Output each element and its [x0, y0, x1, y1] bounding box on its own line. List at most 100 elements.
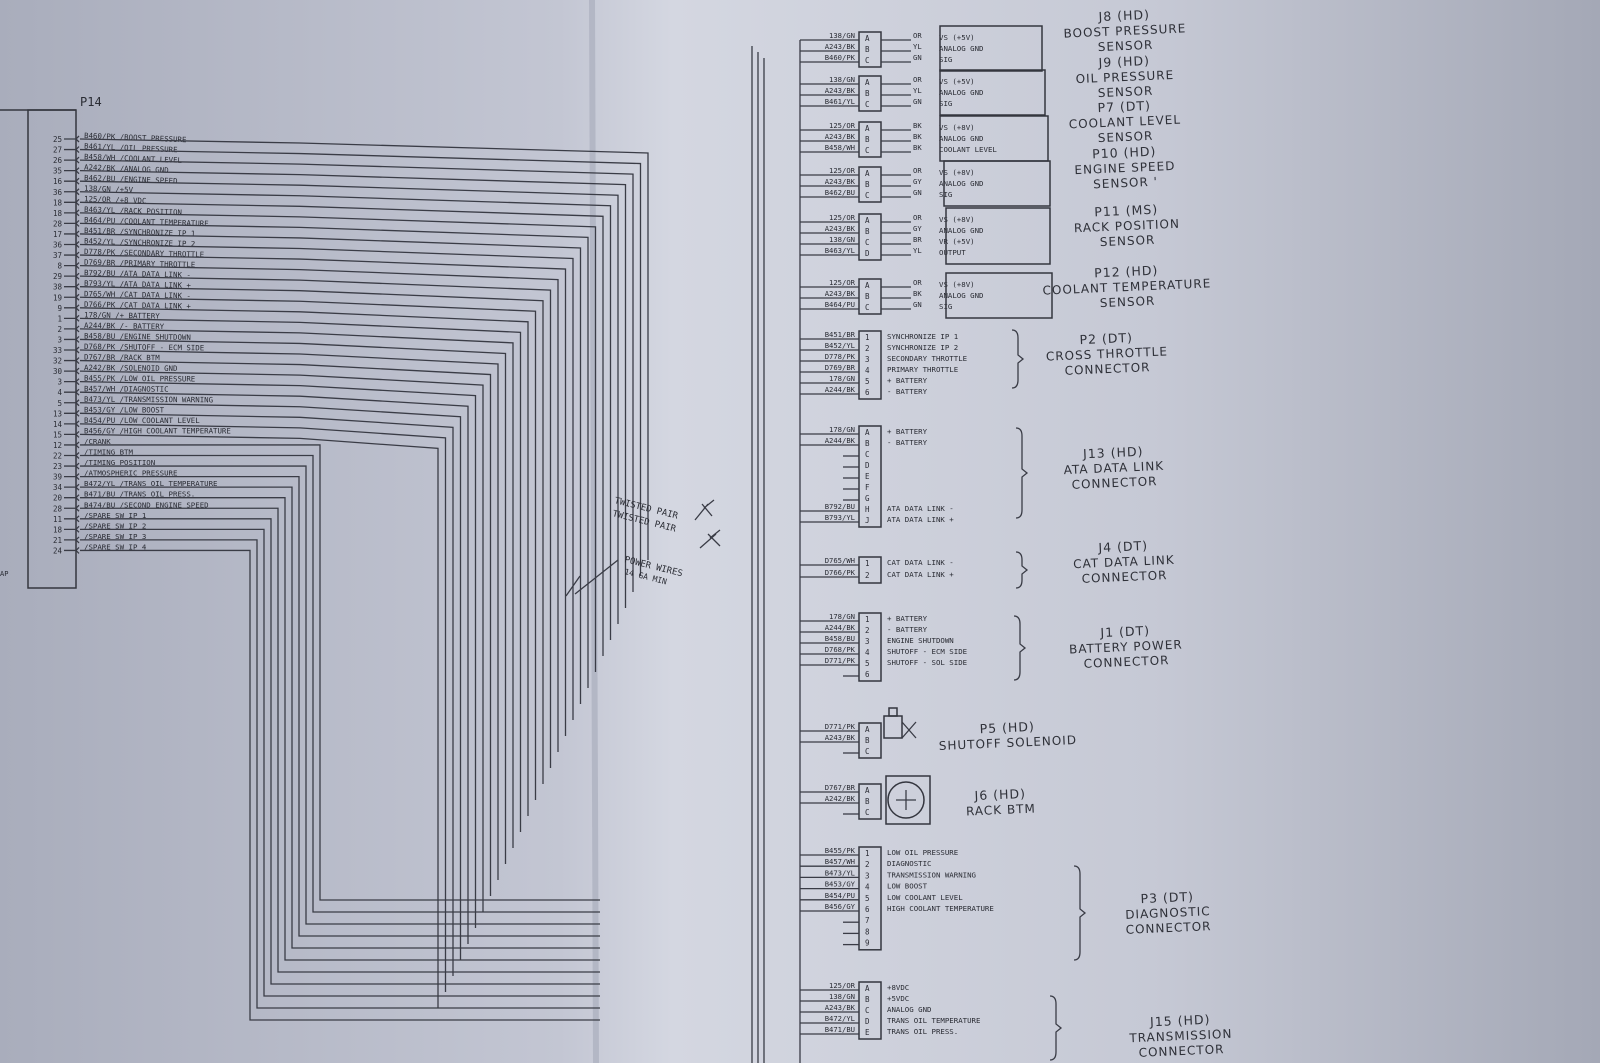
harness-wire	[80, 454, 600, 913]
connector-pin-id: 6	[865, 905, 870, 914]
connector-pin-id: A	[865, 34, 870, 43]
ecm-pin-socket	[64, 314, 80, 322]
connector-pin-id: 6	[865, 388, 870, 397]
connector-wire-label: 125/OR	[829, 981, 856, 990]
connector-pin-id: A	[865, 786, 870, 795]
connector-wire-label: B464/PU	[825, 300, 855, 309]
sensor-body	[943, 160, 1051, 207]
connector-wire-label: A242/BK	[825, 794, 856, 803]
ecm-pin-socket	[64, 399, 80, 407]
connector-pin-id: D	[865, 461, 870, 470]
connector-pin-function: DIAGNOSTIC	[887, 859, 932, 868]
connector-wire-label: B456/GY	[825, 902, 856, 911]
ecm-pin-number: 1	[57, 314, 62, 323]
connector-title-line: P10 (HD)	[1092, 144, 1157, 162]
harness-wire	[79, 412, 454, 976]
connector-pin-id: C	[865, 1006, 870, 1015]
connector-wire-label: B463/YL	[825, 246, 855, 255]
connector-body	[858, 213, 882, 261]
ecm-pin-socket	[64, 367, 80, 375]
connector-pin-function: ANALOG GND	[939, 44, 984, 53]
connector-pin-id: B	[865, 45, 870, 54]
connector-pin-function: ANALOG GND	[939, 88, 984, 97]
ecm-pin-number: 20	[53, 494, 63, 503]
ecm-left-edge-text: AP	[0, 570, 8, 578]
connector-wire-label: 178/GN	[829, 612, 855, 621]
ecm-pin-number: 25	[53, 135, 62, 144]
harness-wire	[79, 433, 439, 1008]
ecm-pin-row: 12/CRANK	[53, 437, 111, 450]
connector-body	[858, 278, 882, 315]
connector-pin-id: C	[865, 100, 870, 109]
harness-wire	[79, 201, 604, 656]
harness-wire	[80, 444, 600, 901]
ecm-pin-number: 3	[57, 378, 62, 387]
ecm-pin-number: 11	[53, 515, 62, 524]
harness-wire	[80, 475, 600, 937]
ecm-pin-number: 28	[53, 504, 63, 513]
connector-wire-label: A243/BK	[825, 86, 856, 95]
connector-body	[858, 783, 882, 820]
sensor-lead-color: BK	[913, 143, 922, 152]
connector-title-line: J13 (HD)	[1082, 444, 1144, 462]
connector-body	[858, 330, 882, 400]
harness-wire	[80, 497, 600, 961]
connector-pin-id: C	[865, 303, 870, 312]
ecm-pin-socket	[64, 483, 80, 491]
connector-title-line: COOLANT LEVEL	[1069, 113, 1182, 132]
ecm-pin-number: 36	[53, 188, 63, 197]
ecm-pin-row: 11/SPARE SW IP 1	[53, 511, 146, 524]
ecm-pin-label: B457/WH /DIAGNOSTIC	[84, 384, 169, 394]
connector-pin-id: 3	[865, 637, 870, 646]
harness-wire	[80, 528, 600, 997]
connector-title-line: CONNECTOR	[1064, 360, 1150, 378]
ecm-pin-label: A242/BK /SOLENOID GND	[84, 363, 178, 373]
ecm-pin-number: 17	[53, 230, 62, 239]
connector-pin-id: B	[865, 292, 870, 301]
connector-pin-function: VS (+8V)	[939, 215, 975, 224]
connector-wire-label: B460/PK	[825, 53, 856, 62]
sensor-lead-color: GN	[913, 97, 922, 106]
connector-wire-label: D765/WH	[825, 556, 855, 565]
connector-title-line: BATTERY POWER	[1069, 638, 1183, 657]
ecm-pin-socket	[64, 156, 80, 164]
harness-wire	[79, 180, 619, 624]
connector-pin-id: E	[865, 1028, 870, 1037]
ecm-pin-number: 22	[53, 452, 62, 461]
connector-pin-id: 9	[865, 939, 870, 948]
ecm-pin-socket	[64, 504, 80, 512]
ecm-pin-number: 34	[53, 483, 63, 492]
sensor-lead-color: GY	[913, 224, 922, 233]
ecm-pin-label: B472/YL /TRANS OIL TEMPERATURE	[84, 479, 218, 488]
connector-title-line: J9 (HD)	[1097, 53, 1150, 70]
connector-title-line: SHUTOFF SOLENOID	[938, 733, 1077, 753]
twisted-pair-symbol-2	[699, 529, 721, 549]
connector-title-line: P3 (DT)	[1140, 889, 1194, 906]
connector-body	[858, 31, 882, 68]
connector-wire-label: A243/BK	[825, 177, 856, 186]
connector-pin-id: J	[865, 516, 870, 525]
connector-pin-id: B	[865, 736, 870, 745]
connector-wire-label: D778/PK	[825, 352, 856, 361]
ecm-pin-label: B473/YL /TRANSMISSION WARNING	[84, 395, 213, 405]
connector-title-line: OIL PRESSURE	[1075, 68, 1174, 86]
connector-title-line: CONNECTOR	[1125, 919, 1211, 937]
connector-pin-id: 5	[865, 894, 870, 903]
connector-pin-function: SECONDARY THROTTLE	[887, 354, 967, 363]
connector-pin-id: A	[865, 984, 870, 993]
ecm-pin-number: 18	[53, 525, 63, 534]
ecm-pin-row: 21/SPARE SW IP 3	[53, 532, 146, 545]
